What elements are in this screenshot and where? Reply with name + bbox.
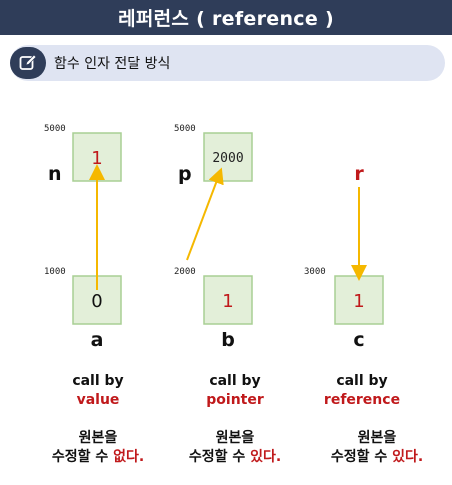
result-emphasis: 있다. [250, 449, 282, 465]
var-name-c: c [353, 329, 364, 351]
call-by-label: call by [72, 373, 124, 389]
address-label-p: 5000 [174, 124, 196, 134]
result-line: 원본을 [357, 430, 397, 446]
caption-reference: call by reference [302, 372, 422, 410]
value-a: 0 [91, 291, 102, 312]
value-p: 2000 [212, 151, 243, 166]
address-label-n: 5000 [44, 124, 66, 134]
call-by-label: call by [209, 373, 261, 389]
var-name-n: n [48, 163, 62, 185]
result-emphasis: 없다. [113, 449, 145, 465]
call-type-label: reference [323, 392, 401, 408]
result-line: 원본을 [78, 430, 118, 446]
memory-box-c [334, 275, 384, 325]
result-line: 원본을 [215, 430, 255, 446]
address-label-a: 1000 [44, 267, 66, 277]
call-by-label: call by [336, 373, 388, 389]
address-label-c: 3000 [304, 267, 326, 277]
caption-pointer: call by pointer [175, 372, 295, 410]
value-b: 1 [222, 291, 233, 312]
section-header [10, 45, 445, 81]
arrow-b-to-p [186, 167, 224, 261]
address-label-b: 2000 [174, 267, 196, 277]
value-c: 1 [353, 291, 364, 312]
caption-value: call by value [38, 372, 158, 410]
section-label: 함수 인자 전달 방식 [54, 56, 171, 72]
var-name-r: r [354, 163, 364, 185]
result-prefix: 수정할 수 [51, 449, 114, 465]
edit-icon [10, 47, 46, 79]
result-prefix: 수정할 수 [330, 449, 393, 465]
value-n: 1 [91, 148, 102, 169]
var-name-b: b [221, 329, 235, 351]
page-title: 레퍼런스 ( reference ) [0, 0, 452, 35]
result-pointer: 원본을 수정할 수 있다. [175, 429, 295, 467]
result-value: 원본을 수정할 수 없다. [38, 429, 158, 467]
page-title-text: 레퍼런스 ( reference ) [118, 8, 334, 30]
result-prefix: 수정할 수 [188, 449, 251, 465]
call-type-label: value [76, 392, 120, 408]
memory-box-b [203, 275, 253, 325]
result-emphasis: 있다. [392, 449, 424, 465]
result-reference: 원본을 수정할 수 있다. [317, 429, 437, 467]
call-type-label: pointer [206, 392, 264, 408]
var-name-a: a [91, 329, 104, 351]
var-name-p: p [178, 163, 192, 185]
